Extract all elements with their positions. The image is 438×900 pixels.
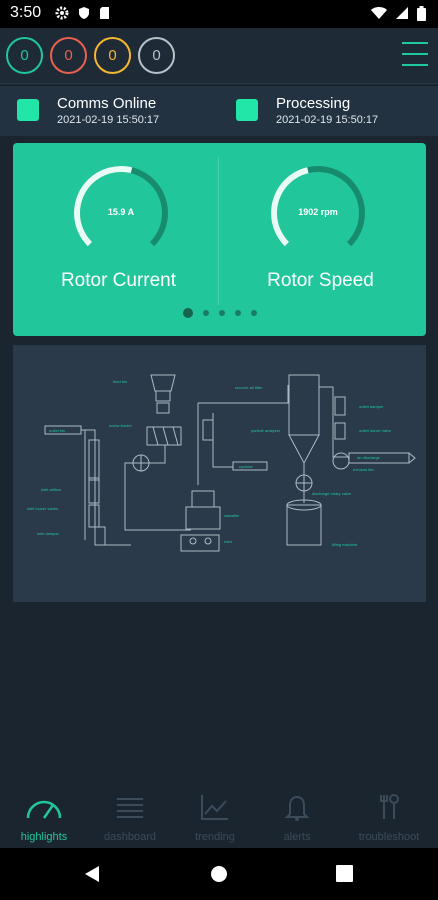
system-navigation-bar [0,848,438,900]
signal-icon [396,7,408,19]
pager-dot[interactable] [182,308,193,318]
nav-alerts[interactable]: alerts [253,792,341,848]
home-icon[interactable] [210,865,228,883]
diagram-label: classifier [224,513,240,518]
diagram-label: air discharge [357,455,381,460]
gauge-title: Rotor Speed [267,270,374,291]
sd-card-icon [100,7,109,19]
pager-dot[interactable] [250,310,257,316]
shield-icon [79,7,89,19]
trending-icon [201,795,228,820]
gauge-arc [74,166,168,260]
status-row: Comms Online 2021-02-19 15:50:17 Process… [0,86,438,136]
diagram-label: discharge rotary valve [312,491,352,496]
counter-red[interactable]: 0 [50,37,87,74]
nav-label: dashboard [104,831,156,843]
rotor-speed-gauge: 1902 rpm [268,163,368,263]
status-label: Processing [276,95,351,112]
nav-label: trending [195,831,235,843]
gauge-carousel[interactable]: 15.9 A Rotor Current 1902 rpm Rotor Spee… [13,143,426,336]
counter-green[interactable]: 0 [6,37,43,74]
comms-status: Comms Online 2021-02-19 15:50:17 [17,86,217,136]
status-timestamp: 2021-02-19 15:50:17 [276,114,379,126]
gauge-value: 15.9 A [107,207,135,217]
wifi-icon [371,7,387,19]
nav-highlights[interactable]: highlights [0,792,88,848]
diagram-label: particle analyzer [251,428,281,433]
nav-dashboard[interactable]: dashboard [86,792,174,848]
dashboard-icon [117,798,143,818]
diagram-label: screw feeder [109,423,133,428]
plant-schematic: feed bin screw feeder recover air filter… [27,374,416,552]
counter-gray[interactable]: 0 [138,37,175,74]
status-timestamp: 2021-02-19 15:50:17 [57,114,160,126]
bell-icon [284,795,310,821]
diagram-label: recover air filter [235,385,263,390]
bottom-navigation: highlights dashboard trending alerts tro… [0,782,438,848]
divider [218,157,219,305]
hamburger-menu-icon[interactable] [402,42,428,68]
carousel-pager[interactable] [13,308,426,318]
status-indicator [17,99,39,121]
pager-dot[interactable] [218,310,225,316]
gear-icon [55,6,69,20]
gauge-title: Rotor Current [60,270,177,291]
nav-troubleshoot[interactable]: troubleshoot [345,792,433,848]
nav-trending[interactable]: trending [171,792,259,848]
android-status-bar: 3:50 [0,0,438,28]
counter-yellow[interactable]: 0 [94,37,131,74]
diagram-label: inlet airflow [41,487,61,492]
nav-label: alerts [283,831,311,843]
nav-label: troubleshoot [358,831,420,843]
pager-dot[interactable] [234,310,241,316]
diagram-label: rotor [224,539,233,544]
diagram-label: outlet louver valve [359,428,392,433]
battery-icon [417,6,426,21]
processing-status: Processing 2021-02-19 15:50:17 [236,86,436,136]
nav-label: highlights [20,831,68,843]
diagram-label: filling machine [332,542,358,547]
process-diagram[interactable]: feed bin screw feeder recover air filter… [13,345,426,602]
diagram-label: feed bin [113,379,127,384]
diagram-label: inlet louver vanes [27,506,58,511]
status-label: Comms Online [57,95,157,112]
clock: 3:50 [10,4,42,21]
gauge-value: 1902 rpm [298,207,338,217]
diagram-label: inlet damper [37,531,60,536]
app-bar: 0 0 0 0 [0,28,438,84]
diagram-label: cyclone [239,464,253,469]
rotor-current-gauge: 15.9 A [71,163,171,263]
speedometer-icon [26,800,62,819]
pager-dot[interactable] [202,310,209,316]
gauge-arc [271,166,365,260]
recents-icon[interactable] [336,865,353,882]
diagram-label: outlet damper [359,404,384,409]
back-icon[interactable] [84,865,100,883]
diagram-label: outlet bin [49,428,65,433]
diagram-label: exhaust fan [353,467,374,472]
tools-icon [380,794,399,819]
status-indicator [236,99,258,121]
